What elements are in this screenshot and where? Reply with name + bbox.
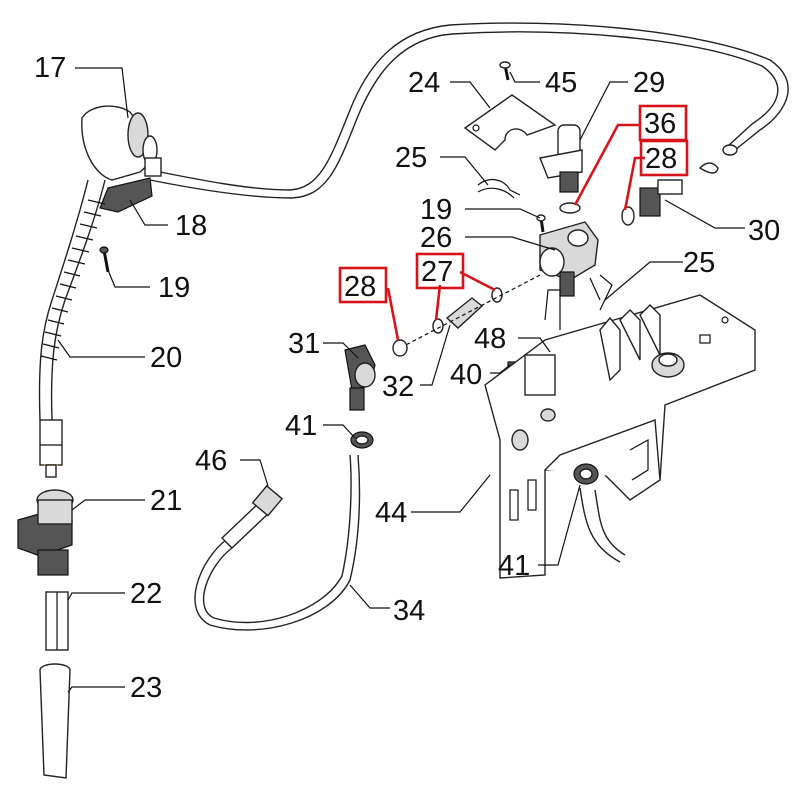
part-24-plate bbox=[463, 94, 557, 151]
callout-31: 31 bbox=[288, 328, 320, 360]
callout-25-lower: 25 bbox=[683, 247, 715, 279]
callout-18: 18 bbox=[175, 210, 207, 242]
part-22-insert bbox=[45, 591, 69, 651]
callout-23: 23 bbox=[130, 672, 162, 704]
callout-32: 32 bbox=[382, 371, 414, 403]
hose-clip bbox=[698, 162, 719, 174]
part-28-oring-right bbox=[621, 206, 635, 226]
part-31-elbow bbox=[344, 344, 376, 411]
part-19-screw-left bbox=[99, 246, 110, 273]
callout-29: 29 bbox=[633, 67, 665, 99]
part-41-clamp-right bbox=[573, 463, 599, 485]
callout-40: 40 bbox=[450, 359, 482, 391]
part-45-screw bbox=[499, 61, 511, 81]
part-23-nozzle-tube bbox=[39, 663, 71, 779]
part-36-oring bbox=[559, 202, 581, 214]
part-27-oring-a bbox=[432, 318, 444, 334]
callout-20: 20 bbox=[150, 342, 182, 374]
callout-41-left: 41 bbox=[285, 410, 317, 442]
part-32-pin bbox=[445, 297, 484, 329]
callout-44: 44 bbox=[375, 497, 407, 529]
callout-45: 45 bbox=[545, 67, 577, 99]
callout-24: 24 bbox=[408, 67, 440, 99]
callout-34: 34 bbox=[393, 595, 425, 627]
top-hose bbox=[149, 22, 789, 191]
callout-27: 27 bbox=[421, 256, 453, 288]
callout-19-right: 19 bbox=[420, 194, 452, 226]
part-18-clip bbox=[99, 177, 153, 213]
callout-46: 46 bbox=[195, 445, 227, 477]
callout-26: 26 bbox=[420, 222, 452, 254]
top-hose-edge bbox=[149, 31, 779, 199]
hose-end bbox=[722, 144, 738, 156]
leader-lines bbox=[57, 67, 745, 693]
highlight-box-28-left bbox=[338, 266, 388, 304]
part-44-bracket bbox=[484, 294, 756, 579]
part-17-dispenser-head bbox=[81, 105, 162, 181]
part-28-oring-left bbox=[392, 339, 408, 357]
part-41-clamp-left bbox=[350, 431, 374, 449]
callout-48: 48 bbox=[474, 323, 506, 355]
part-26-manifold bbox=[539, 221, 599, 297]
callout-25-upper: 25 bbox=[395, 142, 427, 174]
callout-36: 36 bbox=[644, 108, 676, 140]
callout-28-right: 28 bbox=[645, 143, 677, 175]
highlight-box-28-right bbox=[639, 139, 689, 177]
part-21-knob bbox=[17, 489, 74, 576]
callout-19-left: 19 bbox=[158, 272, 190, 304]
part-25-upper-clip bbox=[477, 178, 521, 199]
callout-21: 21 bbox=[150, 485, 182, 517]
part-25-lower-clip bbox=[544, 274, 613, 330]
highlight-box-27 bbox=[415, 252, 465, 290]
callout-labels: 17 18 19 20 21 22 23 24 45 29 36 28 25 1… bbox=[34, 52, 780, 704]
part-34-hose bbox=[194, 454, 361, 631]
callout-17: 17 bbox=[34, 52, 66, 84]
callout-41-right: 41 bbox=[498, 550, 530, 582]
part-30-fitting bbox=[639, 179, 683, 217]
part-19-screw-right bbox=[536, 214, 546, 233]
callout-30: 30 bbox=[748, 215, 780, 247]
callout-22: 22 bbox=[130, 578, 162, 610]
part-46-connector bbox=[220, 484, 284, 549]
part-29-valve bbox=[539, 124, 583, 193]
part-20-spiral-hose bbox=[38, 179, 106, 478]
callout-28-left: 28 bbox=[344, 271, 376, 303]
